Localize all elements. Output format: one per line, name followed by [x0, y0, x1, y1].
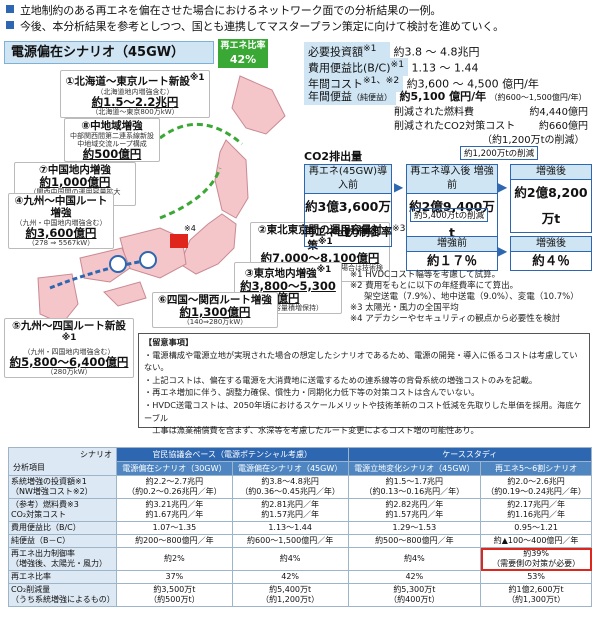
- table-cell: 約5,400万t（約1,200万t）: [231, 583, 349, 607]
- benefit-co2-note: （約1,200万tの削減）: [482, 135, 585, 146]
- table-cell: 1.13～1.44: [231, 521, 349, 535]
- co2-box-after: 再エネ導入後 増強前約2億9,400万t: [406, 164, 498, 247]
- arrow-right-icon: ▶: [498, 180, 508, 194]
- metric-investment: 必要投資額※1 約3.8 ～ 4.8兆円: [304, 42, 479, 60]
- table-row: 純便益（B－C）約200～800億円／年約600～1,500億円／年約500～8…: [8, 534, 592, 548]
- table-cell: 42%: [231, 570, 349, 584]
- table-cell: 約4%: [347, 547, 482, 571]
- table-cell: 約2%: [116, 547, 233, 571]
- table-cell: 1.29～1.53: [347, 521, 482, 535]
- table-cell: 37%: [116, 570, 233, 584]
- co2-title: CO2排出量: [304, 150, 363, 163]
- scenario-title: 電源偏在シナリオ（45GW）: [4, 41, 214, 64]
- comparison-table: シナリオ分析項目 官民協議会ベース（電源ポテンシャル考慮） ケーススタディ 電源…: [8, 447, 592, 607]
- table-cell: 42%: [347, 570, 482, 584]
- table-corner: シナリオ分析項目: [8, 447, 117, 476]
- table-group-2: ケーススタディ: [347, 447, 592, 462]
- table-col-3: 電源立地変化シナリオ（45GW）: [347, 461, 482, 476]
- route-label-4: ④九州～中国ルート増強（九州・中国地内増強含む）約3,600億円（278 ⇒ 5…: [8, 193, 114, 249]
- table-cell: 約39%（需要側の対策が必要）: [480, 547, 592, 571]
- co2-arrow-bottom: 約5,400万tの削減: [410, 208, 489, 222]
- table-cell: 約4%: [231, 547, 349, 571]
- table-cell: 約600～1,500億円／年: [231, 534, 349, 548]
- map-note-mark: ※4: [184, 224, 196, 233]
- intro-line-1: 立地制約のある再エネを偏在させた場合におけるネットワーク面での分析結果の一例。: [6, 4, 441, 18]
- table-col-1: 電源偏在シナリオ（30GW）: [116, 461, 233, 476]
- bullet-icon: [6, 5, 14, 13]
- table-cell: 約3,500万t（約500万t）: [116, 583, 233, 607]
- caution-box: 【留意事項】 ・電源構成や電源立地が実現された場合の想定したシナリオであるため、…: [138, 333, 590, 435]
- arrow-right-icon: ▶: [498, 244, 508, 258]
- table-cell: 約3.21兆円／年約1.67兆円／年: [116, 498, 233, 522]
- bullet-icon: [6, 21, 14, 29]
- row-label: 再エネ出力制御率（増強後、太陽光・風力）: [8, 547, 117, 571]
- curtail-before: 増強前約１７％: [406, 236, 498, 271]
- benefit-fuel: 削減された燃料費約4,440億円: [394, 107, 588, 118]
- route-label-5: ⑤九州～四国ルート新設※1（九州・四国地内増強含む）約5,800～6,400億円…: [4, 318, 134, 378]
- table-cell: 約500～800億円／年: [347, 534, 482, 548]
- curtail-title: 再エネ出力制御率※3: [304, 223, 406, 239]
- row-label: 純便益（B－C）: [8, 534, 117, 548]
- metric-annual-cost: 年間コスト※1、※2 約3,600 ～ 4,500 億円/年: [304, 74, 539, 92]
- table-cell: 約5,300万t（約400万t）: [347, 583, 482, 607]
- route-label-6: ⑥四国～関西ルート増強約1,300億円（140⇒280万kW）: [152, 292, 278, 328]
- table-cell: 約2.81兆円／年約1.57兆円／年: [231, 498, 349, 522]
- row-label: 系統増強の投資額※1（NW増強コスト※2）: [8, 475, 117, 499]
- table-cell: 約1.5～1.7兆円（約0.13～0.16兆円／年）: [347, 475, 482, 499]
- table-row: 再エネ出力制御率（増強後、太陽光・風力）約2%約4%約4%約39%（需要側の対策…: [8, 547, 592, 571]
- table-group-1: 官民協議会ベース（電源ポテンシャル考慮）: [116, 447, 349, 462]
- intro-line-2: 今後、本分析結果を参考としつつ、国とも連携してマスタープラン策定に向けて検討を進…: [6, 20, 504, 34]
- table-cell: 1.07～1.35: [116, 521, 233, 535]
- notes: ※1 HVDCコスト幅等を考慮して試算。※2 費用をもとに以下の年経費率にて算出…: [350, 270, 579, 324]
- route-label-1: ①北海道～東京ルート新設※1（北海道地内増強含む）約1.5～2.2兆円（北海道～…: [60, 70, 210, 118]
- table-cell: 約2.0～2.6兆円（約0.19～0.24兆円／年）: [480, 475, 592, 499]
- table-cell: 0.95～1.21: [480, 521, 592, 535]
- arrow-right-icon: ▶: [394, 180, 404, 194]
- table-cell: 約3.8～4.8兆円（約0.36～0.45兆円／年）: [231, 475, 349, 499]
- table-row: CO₂削減量（うち系統増強によるもの）約3,500万t（約500万t）約5,40…: [8, 583, 592, 607]
- japan-map: [37, 75, 286, 325]
- row-label: 費用便益比（B/C）: [8, 521, 117, 535]
- table-cell: 53%: [480, 570, 592, 584]
- table-col-2: 電源偏在シナリオ（45GW）: [231, 461, 349, 476]
- table-body: 系統増強の投資額※1（NW増強コスト※2）約2.2～2.7兆円（約0.2～0.2…: [8, 475, 592, 607]
- co2-arrow-top: 約1,200万tの削減: [460, 146, 539, 160]
- row-label: CO₂削減量（うち系統増強によるもの）: [8, 583, 117, 607]
- route-label-8: ⑧中地域増強中部関西間第二連系線新設 中地域交流ループ構成約500億円: [64, 118, 160, 162]
- table-cell: 約200～800億円／年: [116, 534, 233, 548]
- table-cell: 約2.82兆円／年約1.57兆円／年: [347, 498, 482, 522]
- metric-benefit: 年間便益（純便益） 約5,100 億円/年 （約600～1,500億円/年）: [304, 90, 587, 105]
- co2-box-reinforced: 増強後約2億8,200万t: [510, 164, 592, 233]
- table-row: 系統増強の投資額※1（NW増強コスト※2）約2.2～2.7兆円（約0.2～0.2…: [8, 475, 592, 499]
- table-cell: 約2.2～2.7兆円（約0.2～0.26兆円／年）: [116, 475, 233, 499]
- table-cell: 約2.17兆円／年約1.16兆円／年: [480, 498, 592, 522]
- co2-box-before: 再エネ(45GW)導入前約3億3,600万t: [304, 164, 392, 247]
- curtail-after: 増強後約４％: [510, 236, 592, 271]
- table-cell: 約1億2,600万t（約1,300万t）: [480, 583, 592, 607]
- table-cell: 約▲100～400億円／年: [480, 534, 592, 548]
- benefit-co2: 削減されたCO2対策コスト約660億円: [394, 121, 588, 132]
- row-label: 再エネ比率: [8, 570, 117, 584]
- metric-bc: 費用便益比(B/C)※1 1.13 ～ 1.44: [304, 58, 479, 76]
- table-col-4: 再エネ5～6割シナリオ: [480, 461, 592, 476]
